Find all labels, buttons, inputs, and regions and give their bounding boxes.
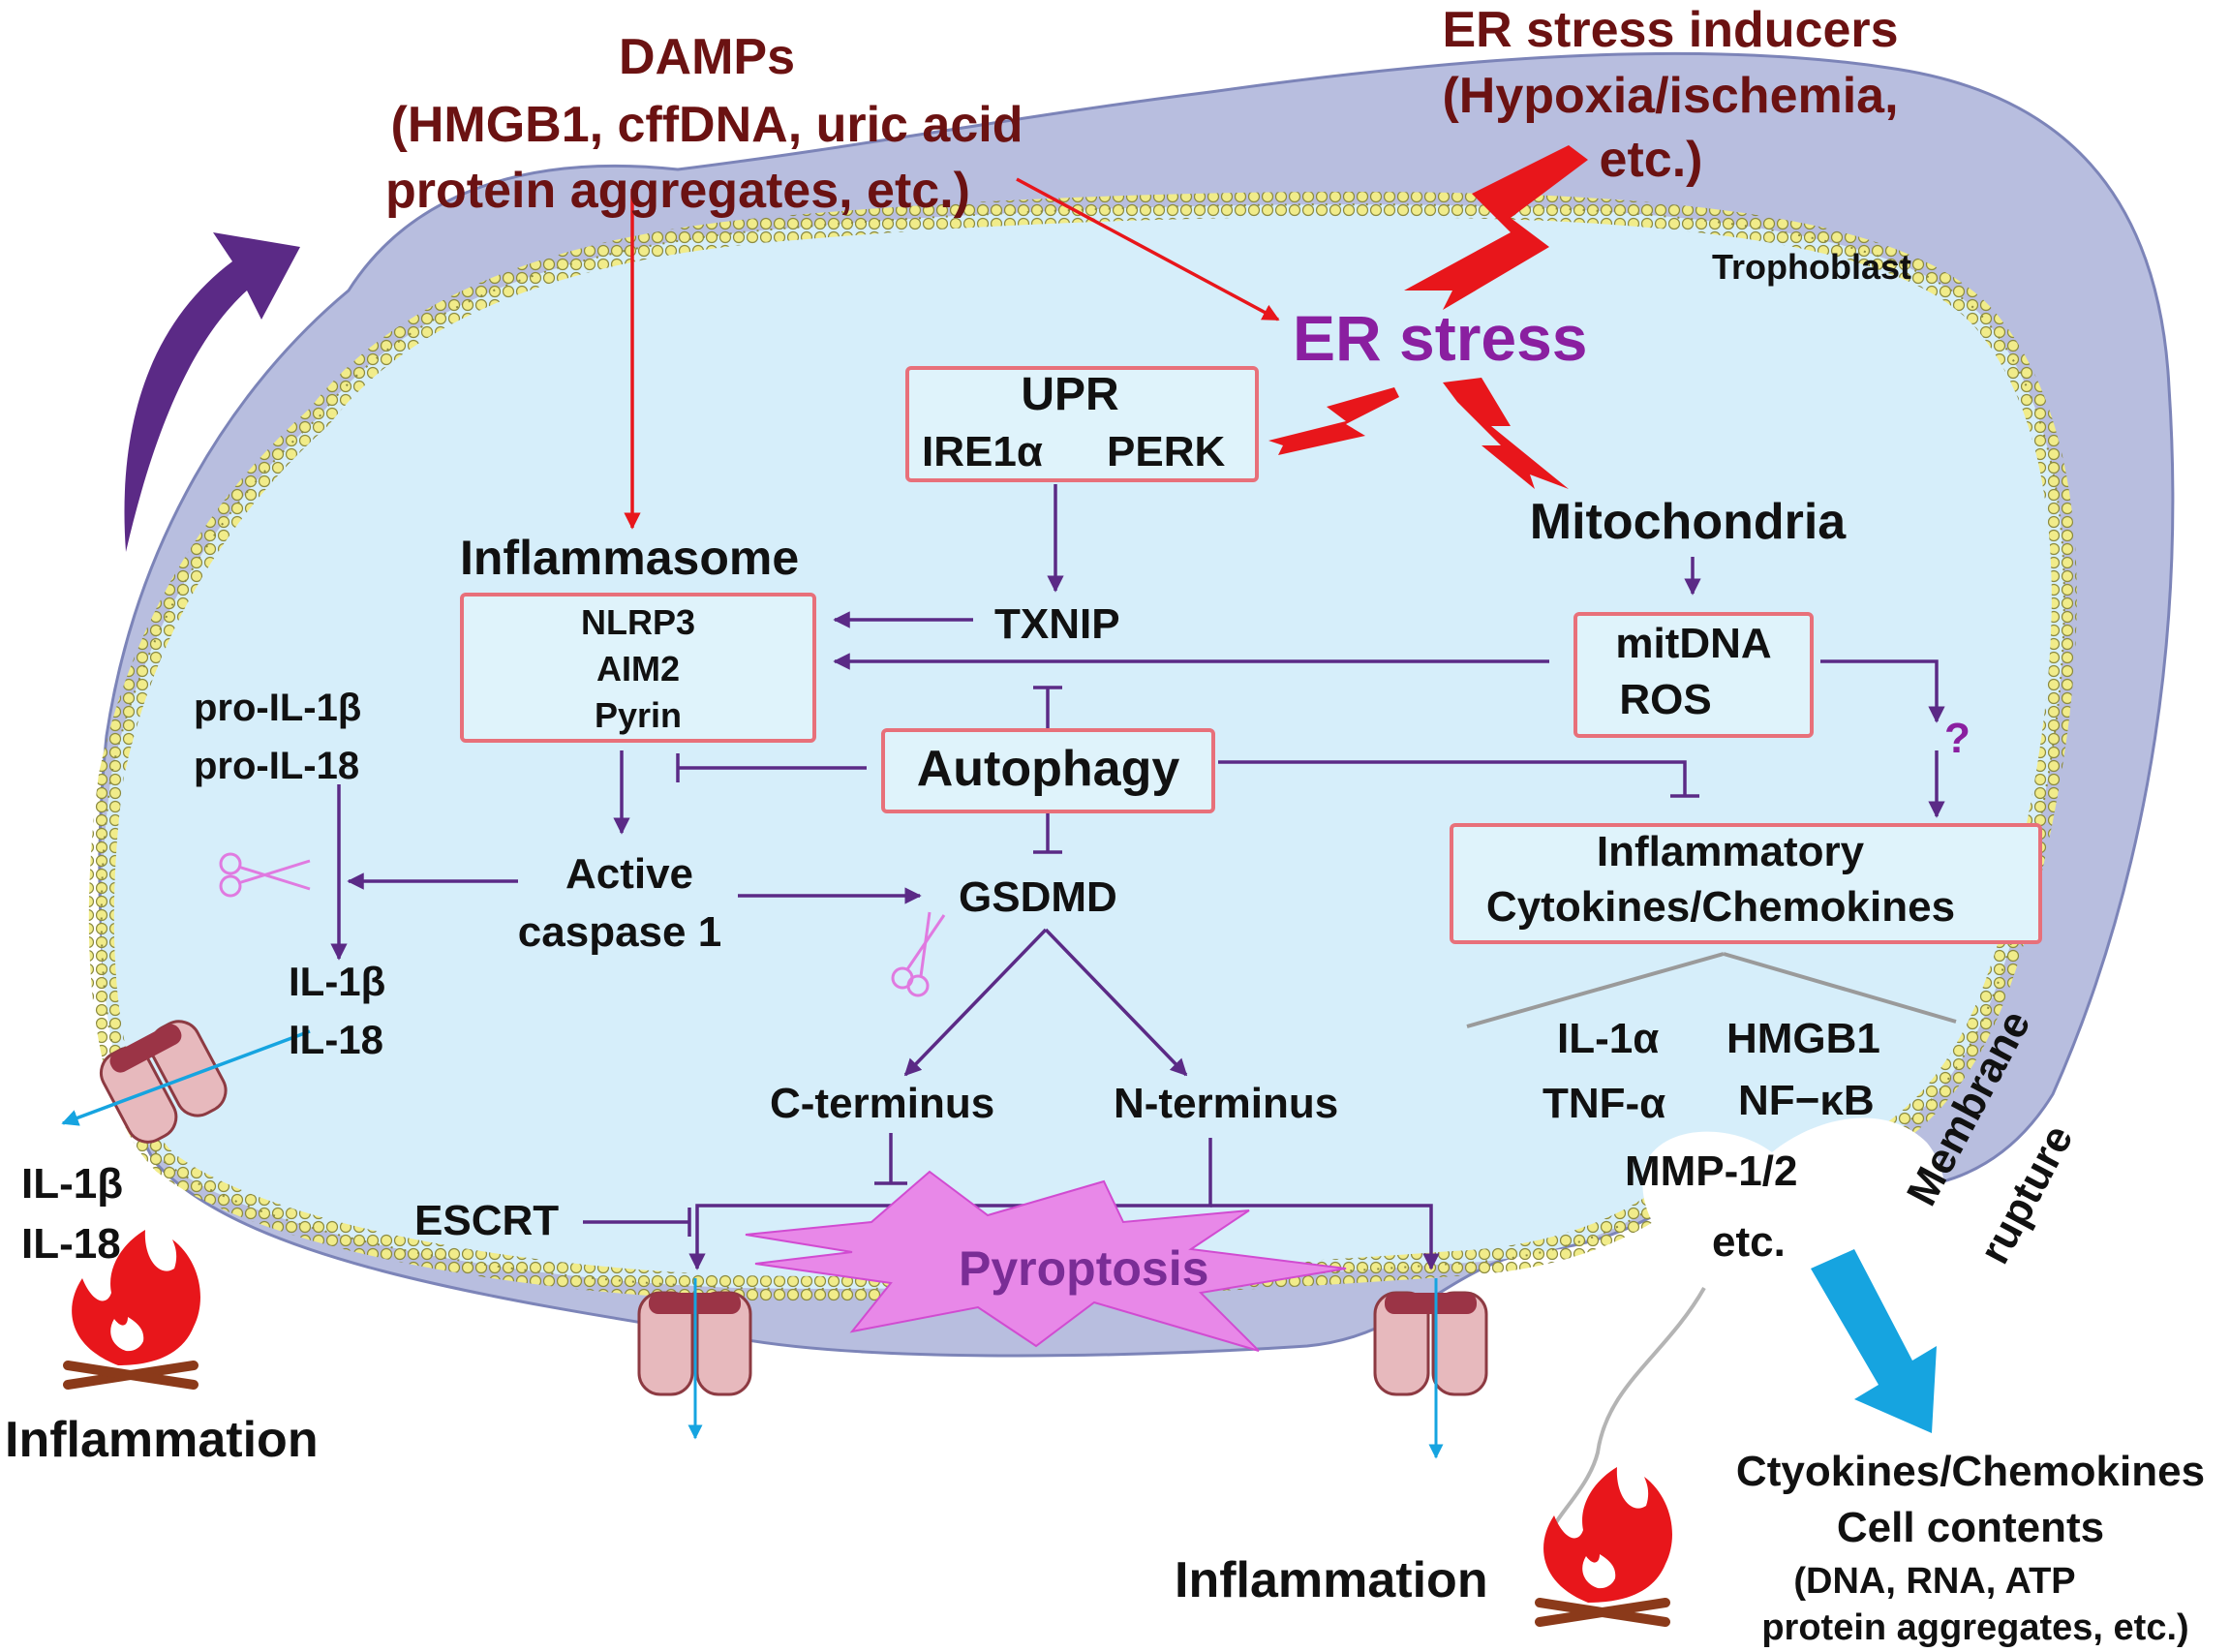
pyrin-label: Pyrin xyxy=(594,695,683,735)
cytokine-tnfa: TNF-α xyxy=(1543,1080,1666,1127)
c-terminus-label: C-terminus xyxy=(770,1080,995,1127)
er-stress-label: ER stress xyxy=(1293,302,1588,374)
lightning-mito xyxy=(1443,378,1569,489)
er-inducers-line3: etc.) xyxy=(1599,132,1703,188)
damps-line2: (HMGB1, cffDNA, uric acid xyxy=(390,97,1023,153)
arrow-mitdna-question xyxy=(1820,659,1945,723)
arrow-il-release xyxy=(61,1029,311,1126)
arrow-damps-erstress xyxy=(1016,177,1280,321)
inflammation-left-label: Inflammation xyxy=(5,1412,319,1468)
pyroptosis-burst xyxy=(745,1170,1347,1352)
txnip-label: TXNIP xyxy=(994,600,1120,648)
cytokine-mmp: MMP-1/2 xyxy=(1625,1147,1798,1195)
nlrp3-label: NLRP3 xyxy=(580,602,696,642)
release-line4: protein aggregates, etc.) xyxy=(1761,1607,2189,1648)
autophagy-label: Autophagy xyxy=(916,741,1180,797)
inflammatory-line2: Cytokines/Chemokines xyxy=(1485,883,1956,931)
mitochondria-label: Mitochondria xyxy=(1529,494,1847,550)
gsdmd-label: GSDMD xyxy=(959,873,1117,921)
aim2-label: AIM2 xyxy=(596,649,680,688)
caspase-line1: Active xyxy=(565,850,694,898)
release-line1: Ctyokines/Chemokines xyxy=(1735,1448,2206,1495)
inflammation-bottom-label: Inflammation xyxy=(1175,1552,1488,1608)
pyroptosis-label: Pyroptosis xyxy=(959,1241,1209,1296)
branch-left xyxy=(1466,952,1725,1028)
lightning-er-inducer xyxy=(1404,145,1588,310)
cytokine-nfkb: NF−κB xyxy=(1738,1077,1875,1124)
autophagy-box xyxy=(881,728,1215,813)
inflammasome-box xyxy=(460,593,816,743)
mitdna-box xyxy=(1573,612,1814,738)
cytokine-etc: etc. xyxy=(1712,1218,1786,1266)
release-line2: Cell contents xyxy=(1836,1504,2105,1551)
rupture-thread xyxy=(1547,1287,1706,1541)
release-curved-arrow xyxy=(124,232,300,552)
damps-title: DAMPs xyxy=(618,29,796,85)
scissors-icon xyxy=(891,911,946,997)
lightning-upr xyxy=(1268,387,1399,455)
question-mark: ? xyxy=(1944,715,1970,762)
arrow-gsdmd-cterm xyxy=(903,928,1048,1077)
release-line3: (DNA, RNA, ATP xyxy=(1793,1561,2076,1602)
cytokine-il1a: IL-1α xyxy=(1557,1015,1660,1062)
pore-right xyxy=(1373,1291,1488,1396)
trophoblast-label: Trophoblast xyxy=(1712,247,1911,287)
upr-box xyxy=(905,366,1259,482)
pro-il18: pro-IL-18 xyxy=(194,745,360,787)
fire-icon xyxy=(63,1230,200,1390)
scissors-icon xyxy=(219,852,311,898)
n-terminus-label: N-terminus xyxy=(1114,1080,1339,1127)
upr-ire1: IRE1α xyxy=(922,428,1043,475)
il1b-inside: IL-1β xyxy=(289,959,386,1004)
ros-label: ROS xyxy=(1619,676,1712,723)
arrow-gsdmd-nterm xyxy=(1044,928,1188,1077)
branch-right xyxy=(1723,952,1957,1024)
il18-outside: IL-18 xyxy=(21,1220,121,1268)
er-inducers-title: ER stress inducers xyxy=(1442,2,1899,58)
big-release-arrow xyxy=(1811,1249,1937,1433)
membrane-rupture-gap xyxy=(1642,1117,1945,1296)
pro-il1b: pro-IL-1β xyxy=(194,687,362,729)
inflammasome-title: Inflammasome xyxy=(460,531,800,585)
arrow-nterm-pore-right xyxy=(1210,1204,1440,1270)
er-inducers-line2: (Hypoxia/ischemia, xyxy=(1442,68,1899,124)
inflammatory-line1: Inflammatory xyxy=(1596,828,1865,875)
fire-icon xyxy=(1535,1467,1672,1627)
caspase-line2: caspase 1 xyxy=(517,908,722,956)
upr-title: UPR xyxy=(1021,369,1119,420)
mitdna-label: mitDNA xyxy=(1615,620,1772,667)
upr-perk: PERK xyxy=(1107,428,1226,475)
inhibit-autophagy-cytokines xyxy=(1218,760,1687,796)
cytokine-hmgb1: HMGB1 xyxy=(1726,1015,1880,1062)
damps-line3: protein aggregates, etc.) xyxy=(385,163,970,219)
il18-inside: IL-18 xyxy=(289,1017,384,1062)
inflammatory-box xyxy=(1450,823,2042,944)
il1b-outside: IL-1β xyxy=(21,1160,124,1208)
escrt-label: ESCRT xyxy=(414,1197,560,1244)
